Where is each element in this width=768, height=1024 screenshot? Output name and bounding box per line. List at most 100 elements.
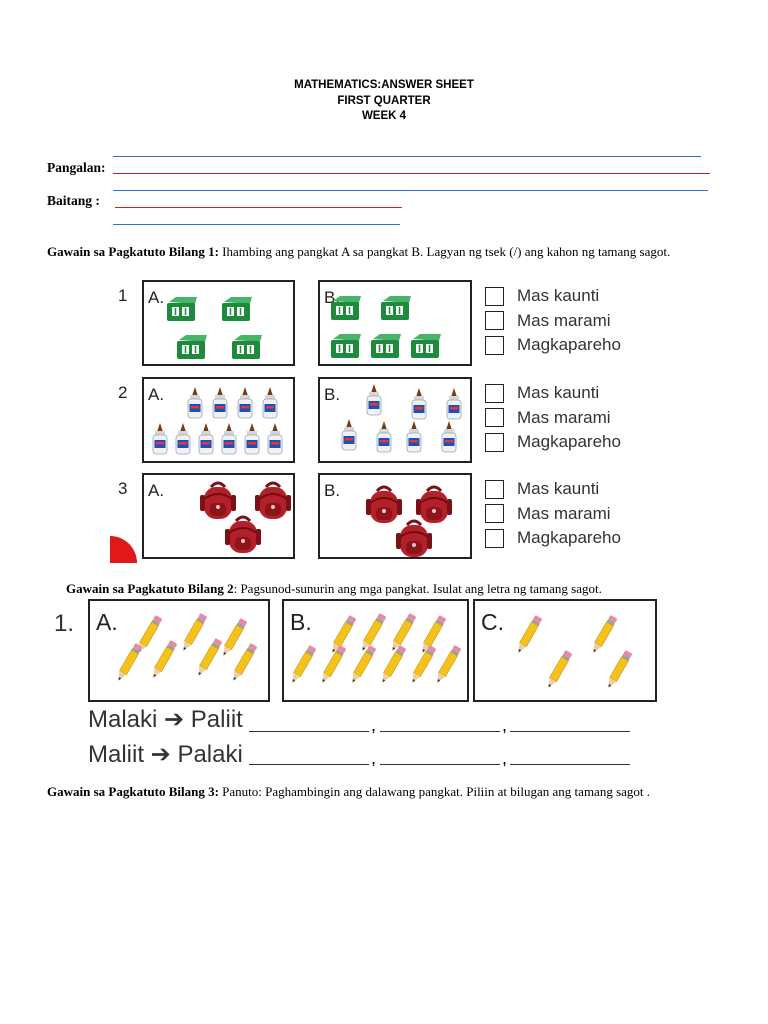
red-corner-shape [110, 536, 137, 563]
pencil-icon [183, 613, 207, 651]
answer-option[interactable]: Magkapareho [485, 335, 621, 355]
glue-bottle-icon [366, 384, 382, 416]
checkbox[interactable] [485, 311, 504, 330]
checkbox[interactable] [485, 408, 504, 427]
checkbox[interactable] [485, 383, 504, 403]
pencil-icon [322, 645, 346, 683]
pencil-group-box: C. [473, 599, 657, 702]
red-backpack-icon [225, 515, 261, 553]
answer-option[interactable]: Magkapareho [485, 528, 621, 548]
pencil-icon [362, 613, 386, 651]
answer-option[interactable]: Mas kaunti [485, 383, 599, 403]
checkbox[interactable] [485, 479, 504, 499]
group-box-a: A. [142, 280, 295, 366]
option-label: Mas kaunti [517, 479, 600, 498]
group-box-b: B. [318, 377, 472, 463]
comma-separator: , [371, 748, 377, 768]
group-label: A. [96, 609, 118, 635]
green-box-icon [232, 335, 262, 359]
week-label: WEEK 4 [361, 110, 407, 122]
group-label: C. [481, 609, 504, 635]
task3-instruction: Panuto: Paghambingin ang dalawang pangka… [218, 784, 651, 799]
group-box-b: B. [318, 280, 472, 366]
answer-blank[interactable] [380, 764, 500, 765]
comma-separator: , [371, 715, 377, 735]
task1-instruction: Ihambing ang pangkat A sa pangkat B. Lag… [218, 244, 671, 259]
option-label: Mas marami [517, 310, 611, 330]
red-backpack-icon [255, 481, 291, 519]
group-label: B. [290, 609, 312, 635]
checkbox[interactable] [485, 504, 504, 523]
green-box-icon [331, 296, 361, 320]
glue-bottle-icon [406, 421, 422, 453]
group-label: A. [148, 288, 165, 307]
pencil-icon [223, 618, 247, 656]
order-label-descending: Malaki ➔ Paliit [88, 706, 243, 733]
checkbox[interactable] [485, 528, 504, 548]
green-box-icon [222, 297, 252, 321]
pencil-icon [153, 640, 177, 678]
green-box-icon [371, 334, 401, 358]
pencil-icon [198, 638, 222, 676]
glue-bottle-icon [187, 387, 203, 419]
pencil-icon [518, 615, 542, 653]
glue-bottle-icon [237, 387, 253, 419]
answer-blank[interactable] [380, 731, 500, 732]
green-box-icon [411, 334, 441, 358]
group-box-a: A. [142, 473, 295, 559]
green-box-icon [177, 335, 207, 359]
checkbox[interactable] [485, 432, 504, 452]
name-label: Pangalan: [47, 160, 106, 175]
answer-blank[interactable] [510, 731, 630, 732]
green-box-icon [167, 297, 197, 321]
pencil-icon [593, 615, 617, 653]
row-number: 3 [118, 479, 128, 498]
answer-option[interactable]: Mas kaunti [485, 286, 599, 306]
pencil-icon [437, 645, 461, 683]
pencil-icon [292, 645, 316, 683]
answer-blank[interactable] [249, 731, 369, 732]
red-backpack-icon [396, 519, 432, 557]
answer-option[interactable]: Mas marami [485, 408, 611, 428]
glue-bottle-icon [446, 388, 462, 420]
group-label: A. [148, 385, 165, 404]
glue-bottle-icon [221, 423, 237, 455]
answer-option[interactable]: Mas marami [485, 504, 611, 524]
ruled-line [113, 190, 708, 191]
grade-field[interactable] [115, 207, 402, 208]
answer-blank[interactable] [510, 764, 630, 765]
answer-option[interactable]: Mas marami [485, 311, 611, 331]
glue-bottle-icon [175, 423, 191, 455]
glue-bottle-icon [411, 388, 427, 420]
group-label: A. [148, 481, 165, 500]
glue-bottle-icon [262, 387, 278, 419]
answer-blank[interactable] [249, 764, 369, 765]
checkbox[interactable] [485, 286, 504, 306]
checkbox[interactable] [485, 335, 504, 355]
pencil-icon [392, 613, 416, 651]
pencil-group-box: B. [282, 599, 469, 702]
pencil-icon [352, 645, 376, 683]
red-backpack-icon [366, 485, 402, 523]
green-box-icon [331, 334, 361, 358]
answer-option[interactable]: Mas kaunti [485, 479, 599, 499]
pencil-icon [608, 650, 632, 688]
task1-title: Gawain sa Pagkatuto Bilang 1: [47, 244, 219, 259]
option-label: Magkapareho [517, 528, 621, 547]
pencil-icon [548, 650, 572, 688]
pencil-icon [332, 615, 356, 653]
task2-number: 1. [54, 610, 75, 637]
answer-option[interactable]: Magkapareho [485, 432, 621, 452]
name-field[interactable] [113, 173, 710, 174]
task3-title: Gawain sa Pagkatuto Bilang 3: [47, 784, 219, 799]
red-backpack-icon [416, 485, 452, 523]
comma-separator: , [502, 715, 508, 735]
option-label: Mas marami [517, 503, 611, 523]
task2-heading: Gawain sa Pagkatuto Bilang 2: Pagsunod-s… [66, 581, 726, 597]
task3-heading: Gawain sa Pagkatuto Bilang 3: Panuto: Pa… [47, 784, 707, 800]
option-label: Magkapareho [517, 335, 621, 354]
row-number: 2 [118, 383, 128, 402]
ruled-line [113, 156, 701, 157]
glue-bottle-icon [244, 423, 260, 455]
ruled-line [113, 224, 400, 225]
